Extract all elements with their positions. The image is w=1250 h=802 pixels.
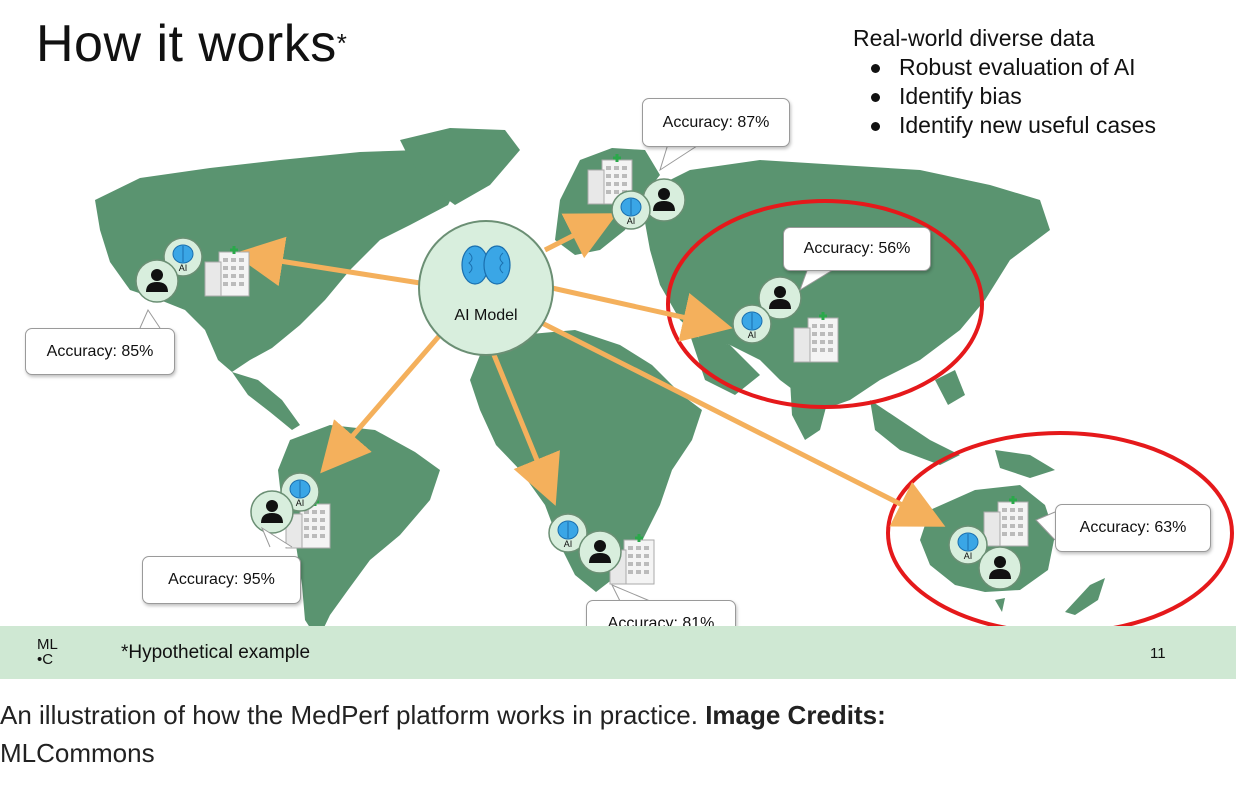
callout-accuracy-south-america: Accuracy: 95% [142, 556, 301, 604]
point-item: Identify new useful cases [871, 111, 1156, 140]
ai-model-label: AI Model [454, 307, 517, 324]
credit-source: MLCommons [0, 738, 155, 768]
site-south-america [250, 472, 332, 550]
callout-accuracy-asia: Accuracy: 56% [783, 227, 931, 271]
key-points: Real-world diverse data Robust evaluatio… [853, 24, 1156, 140]
points-heading: Real-world diverse data [853, 25, 1095, 51]
point-item: Identify bias [871, 82, 1156, 111]
credit-label: Image Credits: [705, 700, 886, 730]
continents [95, 128, 1105, 640]
slide-footer: ML •C *Hypothetical example 11 [0, 626, 1236, 679]
slide: AI [0, 15, 1236, 679]
point-item: Robust evaluation of AI [871, 53, 1156, 82]
callout-accuracy-australia: Accuracy: 63% [1055, 504, 1211, 552]
world-map-diagram: AI [95, 128, 1234, 640]
image-caption: An illustration of how the MedPerf platf… [0, 700, 886, 768]
distribution-arrows [233, 213, 946, 527]
callout-tails [139, 143, 1056, 602]
ai-model-node [418, 220, 554, 356]
mlcommons-logo: ML •C [37, 636, 58, 668]
highlight-ring-asia [666, 199, 984, 409]
page-title: How it works* [36, 15, 348, 73]
page-number: 11 [1150, 645, 1166, 662]
brain-icon [461, 245, 511, 285]
callout-accuracy-europe: Accuracy: 87% [642, 98, 790, 147]
footnote: *Hypothetical example [121, 642, 311, 663]
callout-accuracy-north-america: Accuracy: 85% [25, 328, 175, 375]
